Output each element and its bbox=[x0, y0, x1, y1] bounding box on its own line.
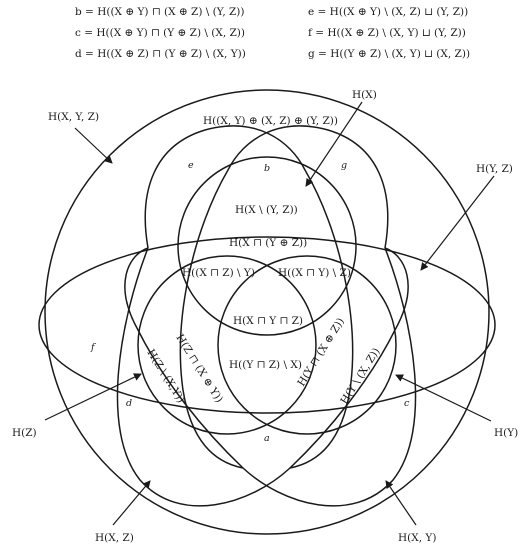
letter-b: b bbox=[264, 163, 270, 174]
arrow-hx bbox=[305, 101, 363, 187]
definition-e: e = H((X ⊕ Y) \ (X, Z) ⊔ (Y, Z)) bbox=[308, 6, 468, 18]
ellipse-hyz bbox=[38, 236, 496, 414]
label-hz: H(Z) bbox=[12, 427, 37, 439]
loop-hxz bbox=[116, 247, 409, 507]
label-hyz: H(Y, Z) bbox=[476, 163, 513, 175]
letter-d: d bbox=[126, 398, 132, 409]
lobe-hxy-top bbox=[144, 125, 354, 469]
lobe-hxz-top bbox=[179, 125, 389, 469]
loop-hxy bbox=[124, 247, 417, 507]
arrow-hxy bbox=[385, 480, 417, 526]
circle-hxyz bbox=[44, 89, 490, 535]
circle-hy bbox=[217, 255, 397, 435]
label-hxz: H(X, Z) bbox=[95, 532, 134, 544]
letter-g: g bbox=[341, 160, 347, 171]
label-x-only: H(X \ (Y, Z)) bbox=[235, 204, 298, 216]
label-xy-minus-z: H((X ⊓ Y) \ Z) bbox=[278, 267, 351, 279]
arrow-hz bbox=[44, 373, 142, 421]
definition-f: f = H((X ⊕ Z) \ (X, Y) ⊔ (Y, Z)) bbox=[308, 27, 466, 39]
circle-hz bbox=[137, 255, 317, 435]
arrow-hxz bbox=[112, 480, 151, 526]
label-xz-minus-y: H((X ⊓ Z) \ Y) bbox=[182, 267, 255, 279]
arrow-hxyz bbox=[74, 127, 113, 164]
label-hx: H(X) bbox=[352, 89, 377, 101]
circle-hx bbox=[177, 156, 357, 336]
label-hxy: H(X, Y) bbox=[398, 532, 436, 544]
pointer-labels: H(X, Y, Z) H(X) H(Y, Z) H(Z) H(Y) H(X, Z… bbox=[12, 89, 518, 544]
label-yz-minus-x: H((Y ⊓ Z) \ X) bbox=[229, 359, 302, 371]
definition-d: d = H((X ⊕ Z) ⊓ (Y ⊕ Z) \ (X, Y)) bbox=[75, 48, 246, 60]
pointer-arrows bbox=[44, 101, 495, 526]
label-top-union: H((X, Y) ⊕ (X, Z) ⊕ (Y, Z)) bbox=[203, 115, 338, 127]
label-x-meet: H(X ⊓ (Y ⊕ Z)) bbox=[229, 237, 307, 249]
definition-b: b = H((X ⊕ Y) ⊓ (X ⊕ Z) \ (Y, Z)) bbox=[75, 6, 244, 18]
letter-a: a bbox=[264, 433, 270, 444]
letter-e: e bbox=[188, 160, 194, 171]
definition-c: c = H((X ⊕ Y) ⊓ (Y ⊕ Z) \ (X, Z)) bbox=[75, 27, 245, 39]
label-hy: H(Y) bbox=[494, 427, 518, 439]
label-hxyz: H(X, Y, Z) bbox=[48, 111, 99, 123]
letter-c: c bbox=[404, 398, 410, 409]
label-xyz: H(X ⊓ Y ⊓ Z) bbox=[233, 315, 303, 327]
definition-g: g = H((Y ⊕ Z) \ (X, Y) ⊔ (X, Z)) bbox=[308, 48, 470, 60]
letter-f: f bbox=[90, 342, 96, 353]
definitions-block: b = H((X ⊕ Y) ⊓ (X ⊕ Z) \ (Y, Z)) c = H(… bbox=[75, 6, 470, 60]
arrow-hyz bbox=[420, 175, 495, 271]
label-y-only: H(Y \ (X, Z)) bbox=[338, 346, 382, 407]
arrow-hy bbox=[395, 374, 492, 422]
letter-labels: a b c d e f g bbox=[90, 160, 410, 444]
